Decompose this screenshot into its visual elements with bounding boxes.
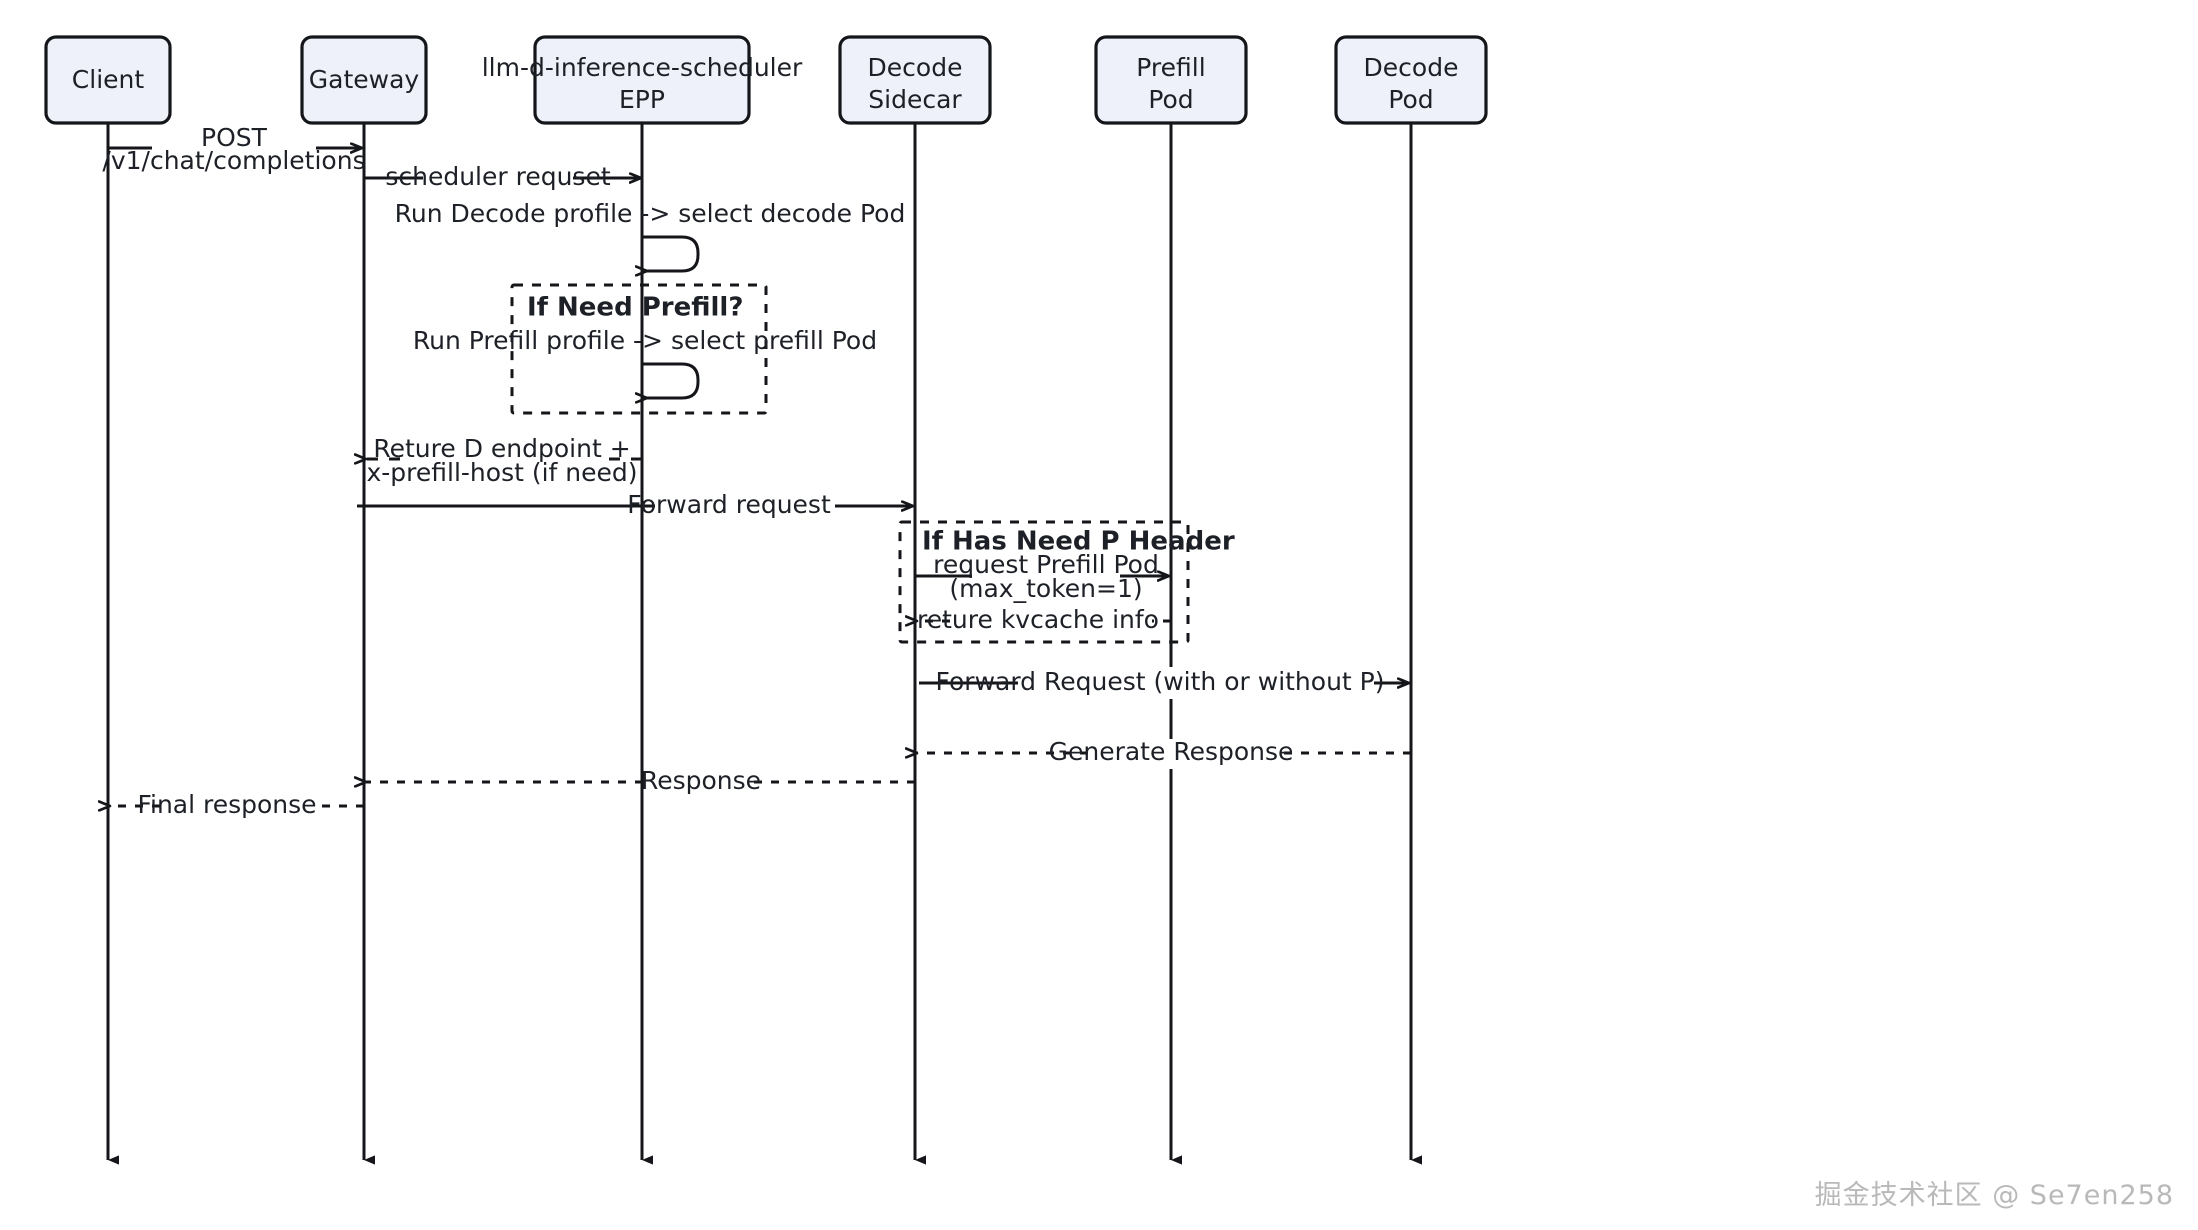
participant-decode-sidecar[interactable]: Decode Sidecar — [838, 35, 992, 125]
message-label-line2: (max_token=1) — [949, 574, 1142, 603]
participant-box-prefill-pod[interactable] — [1094, 35, 1248, 125]
message-response[interactable]: Response — [366, 766, 915, 798]
fragment-box — [510, 283, 768, 415]
message-final-response[interactable]: Final response — [110, 790, 364, 822]
participant-client[interactable]: Client — [44, 35, 172, 125]
participant-decode-pod[interactable]: Decode Pod — [1334, 35, 1488, 125]
participant-label-decode-sidecar-line1: Decode — [868, 53, 963, 82]
participant-label-gateway: Gateway — [309, 65, 420, 94]
message-forward-request[interactable]: Forward request — [357, 490, 913, 522]
participant-label-prefill-pod-line2: Pod — [1148, 85, 1193, 114]
fragment-title: If Need Prefill? — [527, 293, 743, 323]
message-label-line1: POST — [201, 123, 268, 152]
message-label: Forward request — [627, 490, 831, 519]
message-label: Run Decode profile -> select decode Pod — [395, 199, 906, 228]
watermark: 掘金技术社区 @ Se7en258 — [1814, 1180, 2174, 1211]
message-run-prefill-profile[interactable]: Run Prefill profile -> select prefill Po… — [413, 326, 877, 398]
message-label-line2: /v1/chat/completions — [102, 146, 365, 175]
message-label-backdrop — [404, 436, 600, 484]
message-label-backdrop — [652, 768, 754, 798]
participant-label-epp-line1: llm-d-inference-scheduler — [482, 53, 803, 82]
message-label-backdrop — [655, 490, 835, 522]
participant-prefill-pod[interactable]: Prefill Pod — [1094, 35, 1248, 125]
participant-box-decode-pod[interactable] — [1334, 35, 1488, 125]
participant-label-decode-pod-line2: Pod — [1388, 85, 1433, 114]
participant-label-prefill-pod-line1: Prefill — [1136, 53, 1205, 82]
message-forward-request-with-p[interactable]: Forward Request (with or without P) — [919, 667, 1409, 699]
participant-label-epp-line2: EPP — [619, 85, 665, 114]
participant-label-client: Client — [72, 65, 145, 94]
self-loop-path — [642, 235, 700, 271]
message-generate-response[interactable]: Generate Response — [917, 737, 1411, 769]
message-label: Final response — [137, 790, 316, 819]
message-request-prefill-pod[interactable]: request Prefill Pod (max_token=1) — [915, 550, 1169, 603]
message-label-backdrop — [958, 607, 1152, 637]
message-return-kvcache-info[interactable]: reture kvcache info — [917, 605, 1171, 637]
participant-label-decode-pod-line1: Decode — [1364, 53, 1459, 82]
message-return-d-endpoint[interactable]: Reture D endpoint + x-prefill-host (if n… — [366, 434, 642, 487]
participant-box-gateway[interactable] — [300, 35, 428, 125]
participant-epp[interactable]: llm-d-inference-scheduler EPP — [482, 35, 803, 125]
message-label-backdrop — [1090, 739, 1276, 769]
fragment-box — [898, 520, 1190, 644]
message-label: reture kvcache info — [917, 605, 1159, 634]
message-label-backdrop — [1018, 667, 1374, 699]
self-loop-path — [642, 362, 700, 398]
message-run-decode-profile[interactable]: Run Decode profile -> select decode Pod — [395, 199, 906, 271]
message-label: Run Prefill profile -> select prefill Po… — [413, 326, 877, 355]
participant-gateway[interactable]: Gateway — [300, 35, 428, 125]
participant-label-decode-sidecar-line2: Sidecar — [868, 85, 962, 114]
participant-box-epp[interactable] — [533, 35, 751, 125]
message-label-line1: Reture D endpoint + — [373, 434, 630, 463]
message-label-line1: request Prefill Pod — [933, 550, 1159, 579]
participants-group: Client Gateway llm-d-inference-scheduler… — [44, 35, 1488, 125]
message-scheduler-request[interactable]: scheduler requset — [364, 162, 641, 191]
message-label-line2: x-prefill-host (if need) — [366, 458, 637, 487]
fragment-if-need-prefill: If Need Prefill? — [510, 283, 768, 415]
participant-box-client[interactable] — [44, 35, 172, 125]
lifelines-group — [106, 123, 1422, 1165]
message-label: Forward Request (with or without P) — [936, 667, 1385, 696]
message-post-chat-completions[interactable]: POST /v1/chat/completions — [102, 123, 365, 175]
message-label: scheduler requset — [385, 162, 610, 191]
message-label: Generate Response — [1049, 737, 1294, 766]
message-label-backdrop — [166, 792, 314, 822]
fragment-title: If Has Need P Header — [922, 527, 1235, 557]
participant-box-decode-sidecar[interactable] — [838, 35, 992, 125]
fragment-if-has-need-p-header: If Has Need P Header — [898, 520, 1235, 644]
message-label: Response — [641, 766, 761, 795]
